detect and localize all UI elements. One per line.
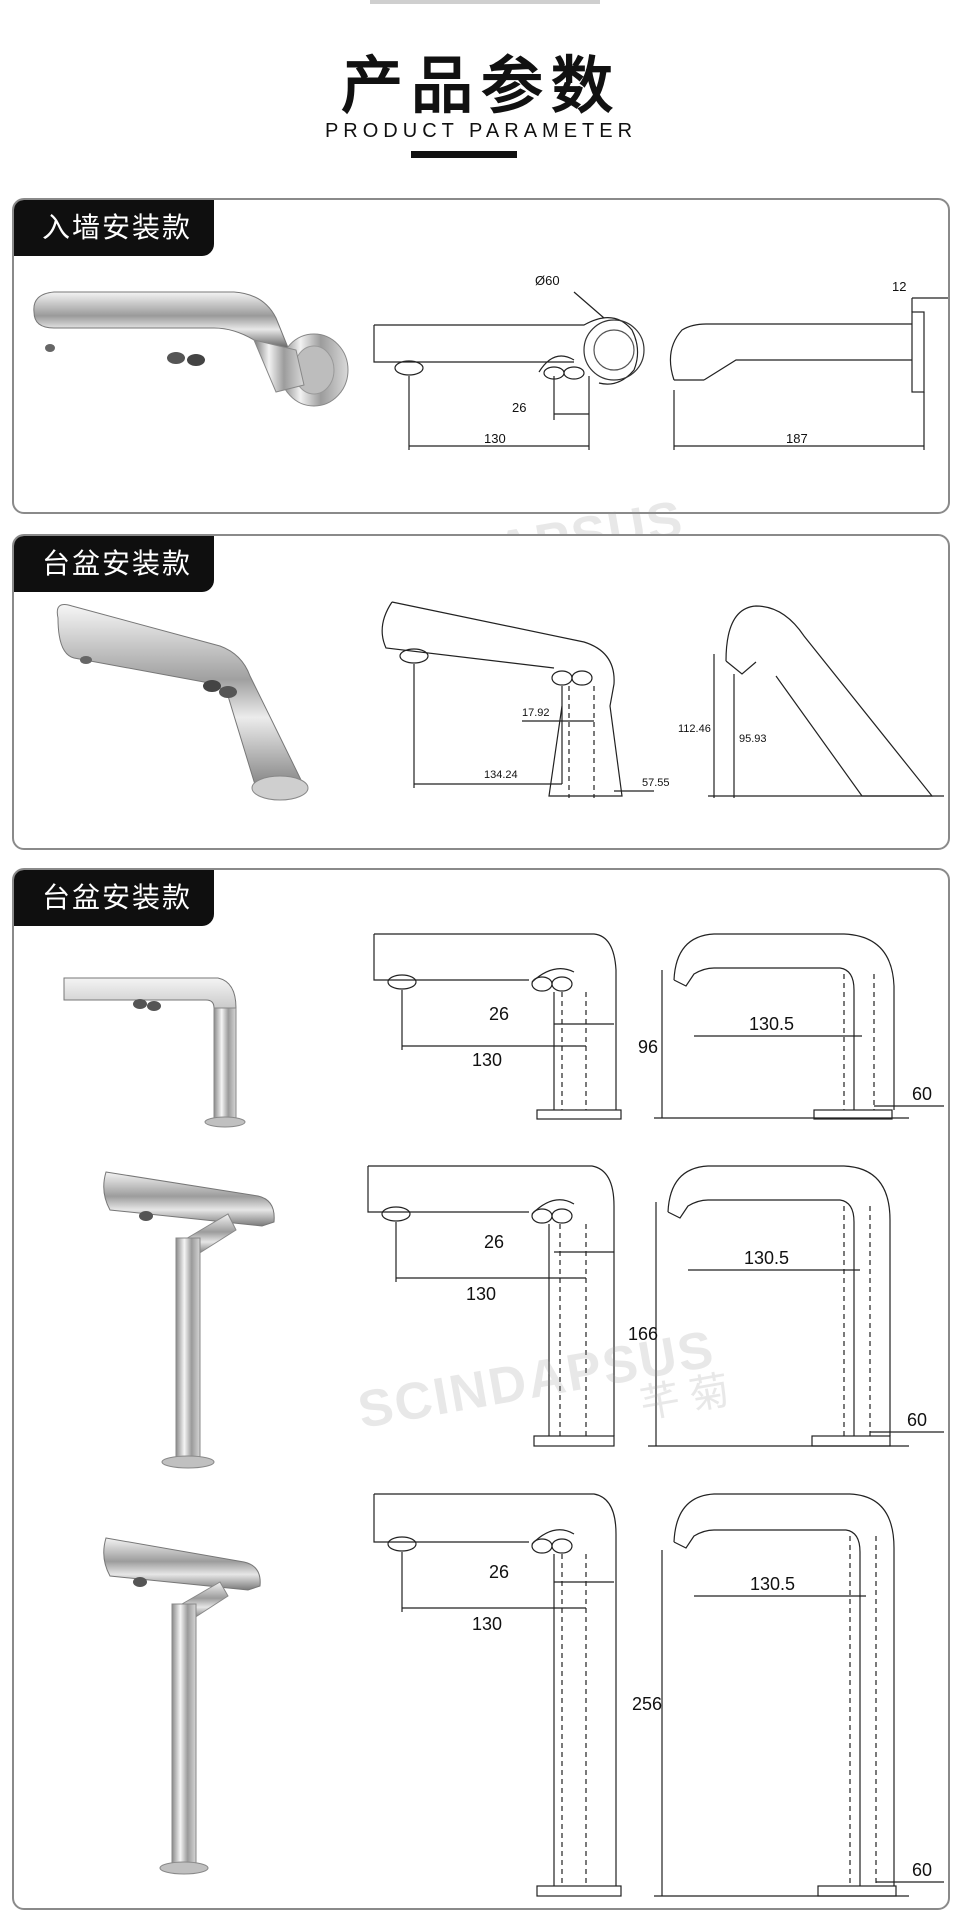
dim-a: 26 (512, 400, 526, 415)
v2-dim-height: 166 (628, 1324, 658, 1344)
v2-dim-b: 130 (466, 1284, 496, 1304)
v2-dim-base: 60 (907, 1410, 927, 1430)
variant-1-photo (63, 977, 246, 1128)
dim-h1: 112.46 (678, 723, 711, 735)
v3-dim-height: 256 (632, 1694, 662, 1714)
dim-top: 12 (892, 279, 906, 294)
deck-front-view (381, 601, 654, 798)
deck-variants-drawing: 26 130 130.5 96 60 (63, 933, 944, 1897)
section-label: 台盆安装款 (14, 536, 215, 592)
dim-b: 134.24 (484, 769, 518, 781)
v1-dim-a: 26 (489, 1004, 509, 1024)
section-label: 台盆安装款 (14, 870, 215, 926)
variant-2-side-view (648, 1165, 944, 1447)
wall-side-view (669, 297, 948, 450)
dim-a: 17.92 (522, 707, 550, 719)
v1-dim-base: 60 (912, 1084, 932, 1104)
variant-1-front-view (373, 933, 622, 1120)
v3-dim-a: 26 (489, 1562, 509, 1582)
dim-c: 57.55 (642, 777, 670, 789)
variant-3-photo (103, 1537, 261, 1875)
v1-dim-height: 96 (638, 1037, 658, 1057)
section-deck-mount-2: 26 130 130.5 96 60 (12, 868, 950, 1910)
v1-dim-reach: 130.5 (749, 1014, 794, 1034)
v3-dim-b: 130 (472, 1614, 502, 1634)
dim-h2: 95.93 (739, 733, 767, 745)
variant-1-side-view (654, 933, 944, 1120)
v2-dim-a: 26 (484, 1232, 504, 1252)
dim-diameter: Ø60 (535, 273, 560, 288)
section-wall-mount: Ø60 26 130 12 187 入墙安装款 (12, 198, 950, 514)
variant-2-front-view (367, 1165, 615, 1447)
top-divider (370, 0, 600, 4)
v2-dim-reach: 130.5 (744, 1248, 789, 1268)
section-deck-mount-1: 17.92 134.24 57.55 112.46 95.93 台盆安装款 (12, 534, 950, 850)
variant-2-photo (103, 1171, 275, 1469)
v3-dim-reach: 130.5 (750, 1574, 795, 1594)
title-underline (411, 151, 517, 158)
wall-front-view (373, 291, 645, 450)
page-subtitle: PRODUCT PARAMETER (324, 120, 638, 142)
dim-c: 187 (786, 431, 808, 446)
wall-faucet-photo (33, 291, 349, 407)
deck-faucet-photo (56, 604, 309, 801)
page-title: 产品参数 (340, 49, 621, 122)
dim-b: 130 (484, 431, 506, 446)
v3-dim-base: 60 (912, 1860, 932, 1880)
wall-mount-drawing: Ø60 26 130 12 187 (33, 273, 948, 450)
v1-dim-b: 130 (472, 1050, 502, 1070)
page-header: 产品参数 PRODUCT PARAMETER (0, 0, 962, 175)
deck-side-view (708, 605, 944, 798)
section-label: 入墙安装款 (14, 200, 215, 256)
deck-mount-drawing: 17.92 134.24 57.55 112.46 95.93 (56, 601, 944, 801)
variant-3-side-view (654, 1493, 944, 1897)
variant-3-front-view (373, 1493, 622, 1897)
